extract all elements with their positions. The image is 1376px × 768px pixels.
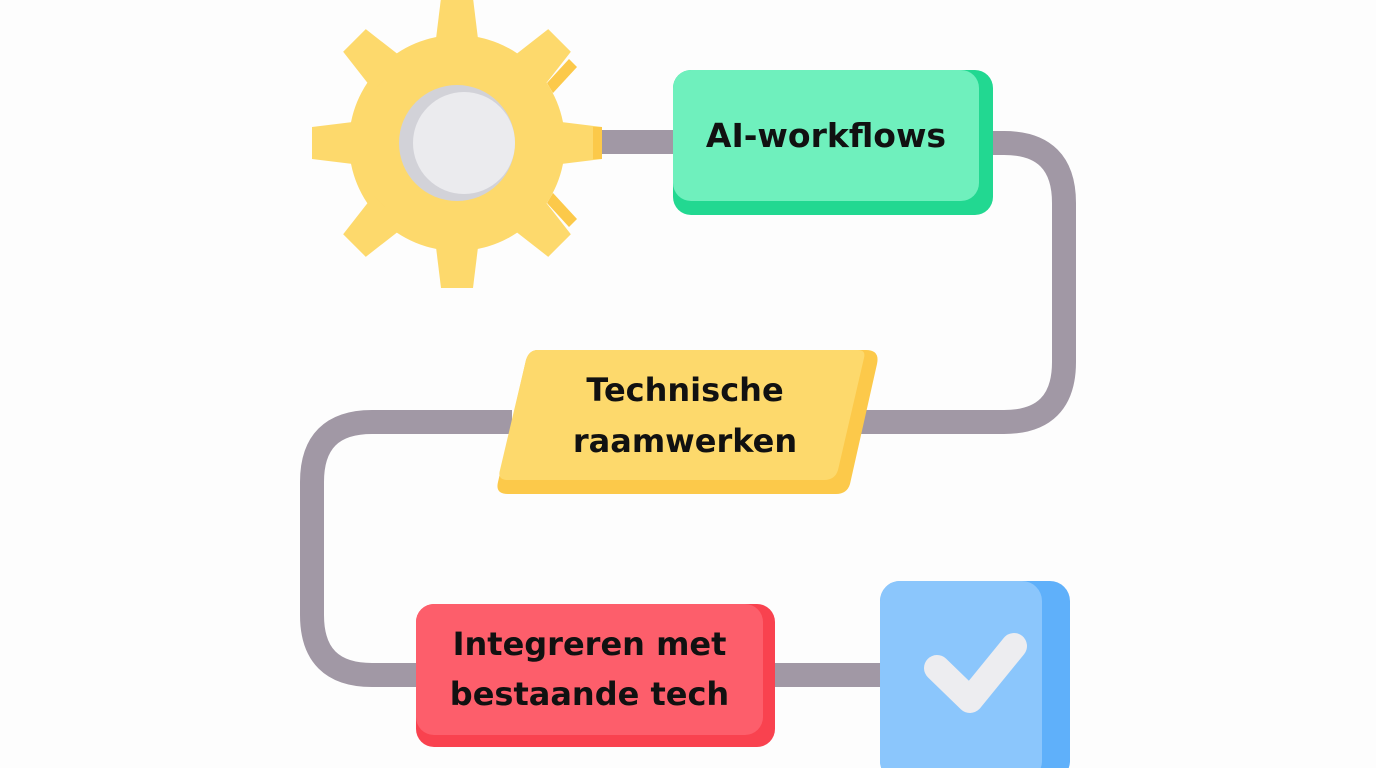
checkmark-icon [924, 633, 1027, 713]
connectors [300, 130, 1076, 687]
node-integreren-met-bestaande-tech: Integreren met bestaande tech [416, 606, 763, 734]
technische-box-shape [497, 350, 878, 494]
gear-icon [312, 0, 602, 288]
node-label-line: Technische [586, 370, 784, 409]
node-label-line: bestaande tech [449, 675, 730, 713]
connector-technische-to-integreren [300, 410, 512, 687]
node-label-line: Integreren met [452, 625, 727, 664]
connector-ai-workflows-to-technische [860, 131, 1076, 434]
checkmark-box-shape [880, 581, 1070, 768]
integreren-box-shape [416, 604, 775, 747]
ai-workflows-box-shape [673, 70, 993, 215]
node-label-line: raamwerken [572, 422, 798, 460]
node-technische-raamwerken: Technische raamwerken [510, 352, 860, 480]
node-label-line: AI-workflows [705, 115, 947, 155]
node-ai-workflows: AI-workflows [673, 70, 979, 201]
